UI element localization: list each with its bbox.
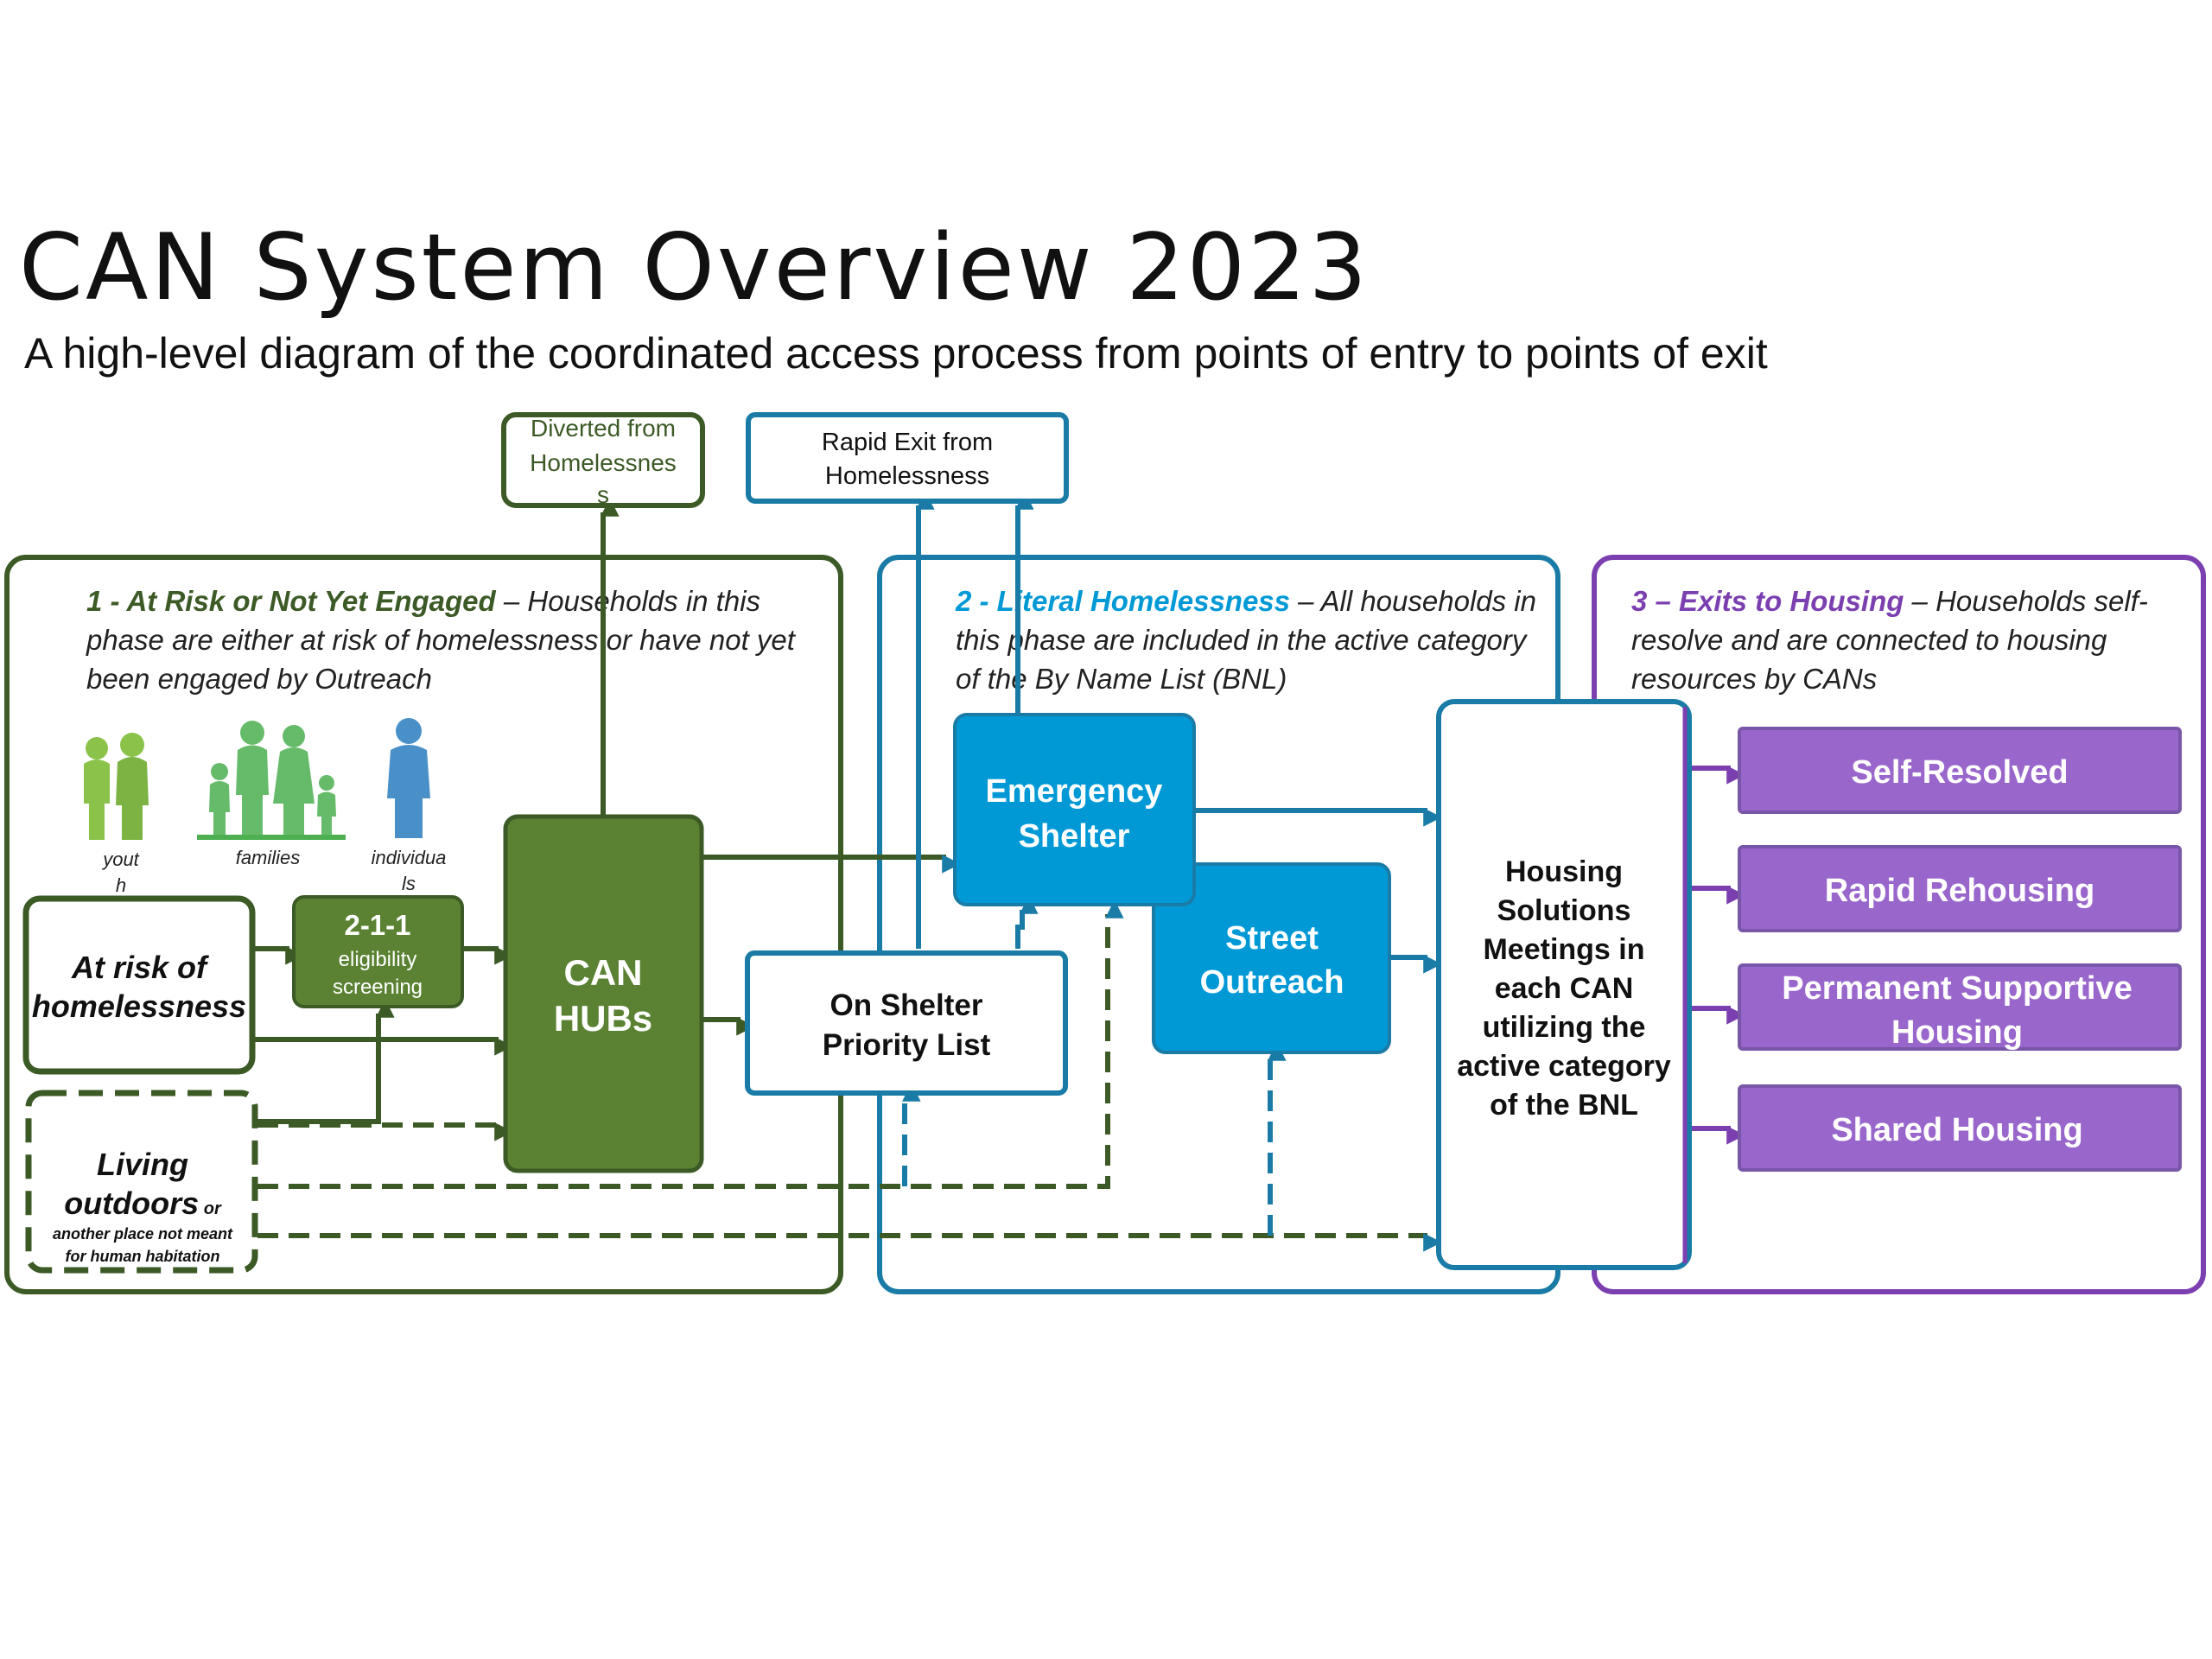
phase1-heading-title: 1 - At Risk or Not Yet Engaged xyxy=(86,585,497,617)
phase3-heading-desc: – Households self- xyxy=(1904,585,2147,617)
at-risk-box: At risk of homelessness xyxy=(22,895,256,1075)
phase3-heading-title: 3 – Exits to Housing xyxy=(1631,585,1904,617)
diverted-line2: Homelessnes xyxy=(530,449,677,476)
psh-box: Permanent Supportive Housing xyxy=(1738,963,2182,1051)
psh-line2: Housing xyxy=(1891,1014,2023,1051)
rapid-exit-box: Rapid Exit from Homelessness xyxy=(746,412,1069,504)
living-line2: outdoors or xyxy=(64,1185,222,1221)
meetings-line: Meetings in xyxy=(1483,933,1644,966)
self-resolved-label: Self-Resolved xyxy=(1851,754,2068,791)
meetings-line: each CAN xyxy=(1495,972,1634,1005)
phase2-desc-line2: this phase are included in the active ca… xyxy=(956,624,1529,656)
rapid-rehousing-box: Rapid Rehousing xyxy=(1738,845,2182,932)
emergency-shelter-box: Emergency Shelter xyxy=(953,713,1196,906)
diverted-line1: Diverted from xyxy=(531,415,676,442)
arrow-living-to-shelter xyxy=(257,899,1124,1189)
shelter-line1: Emergency xyxy=(986,773,1163,810)
diverted-box: Diverted from Homelessnes s xyxy=(501,412,705,508)
individuals-icon xyxy=(387,718,430,838)
phase2-heading-desc: – All households in xyxy=(1290,585,1536,617)
shared-housing-label: Shared Housing xyxy=(1831,1112,2082,1148)
street-outreach-box: Street Outreach xyxy=(1152,862,1391,1054)
diverted-line3: s xyxy=(597,481,609,508)
youth-label-line2: h xyxy=(116,874,126,896)
phase1-desc-line3: been engaged by Outreach xyxy=(86,663,432,695)
priority-list-box: On Shelter Priority List xyxy=(745,950,1068,1096)
youth-label-line1: yout xyxy=(101,849,139,870)
priority-line2: Priority List xyxy=(823,1028,991,1062)
screening-line2: eligibility xyxy=(339,948,417,971)
youth-icon xyxy=(84,733,149,840)
phase2-heading-title: 2 - Literal Homelessness xyxy=(955,585,1290,617)
phase3-desc-line2: resolve and are connected to housing xyxy=(1631,624,2107,656)
self-resolved-box: Self-Resolved xyxy=(1738,727,2182,814)
phase3-desc-line3: resources by CANs xyxy=(1631,663,1877,695)
shared-housing-box: Shared Housing xyxy=(1738,1084,2182,1172)
living-line4: for human habitation xyxy=(66,1248,220,1265)
screening-line1: 2-1-1 xyxy=(344,909,410,941)
screening-box: 2-1-1 eligibility screening xyxy=(292,895,464,1008)
individuals-label-line1: individua xyxy=(372,847,447,868)
phase1-heading: 1 - At Risk or Not Yet Engaged – Househo… xyxy=(86,585,760,617)
families-icon xyxy=(197,721,346,840)
families-label: families xyxy=(236,847,301,868)
page-title: CAN System Overview 2023 xyxy=(19,214,1370,321)
arrow-living-to-screening xyxy=(257,999,395,1124)
phase3-heading: 3 – Exits to Housing – Households self- xyxy=(1631,585,2148,617)
hubs-line2: HUBs xyxy=(554,998,652,1039)
outreach-line2: Outreach xyxy=(1200,964,1344,1001)
hubs-line1: CAN xyxy=(564,952,643,993)
phase1-desc-line2: phase are either at risk of homelessness… xyxy=(86,624,797,656)
rapid-rehousing-label: Rapid Rehousing xyxy=(1825,873,2094,909)
living-line2-or: or xyxy=(199,1199,222,1218)
at-risk-line1: At risk of xyxy=(71,950,209,985)
living-line3: another place not meant xyxy=(53,1225,233,1243)
phase2-desc-line3: of the By Name List (BNL) xyxy=(956,663,1287,695)
individuals-label-line2: ls xyxy=(402,873,416,894)
outreach-line1: Street xyxy=(1225,920,1319,957)
page-subtitle: A high-level diagram of the coordinated … xyxy=(24,329,1768,378)
living-line2-main: outdoors xyxy=(64,1185,199,1221)
rapid-exit-line1: Rapid Exit from xyxy=(822,429,993,456)
at-risk-line2: homelessness xyxy=(32,988,246,1024)
psh-line1: Permanent Supportive xyxy=(1782,970,2132,1007)
screening-line3: screening xyxy=(333,976,423,999)
meetings-line: of the BNL xyxy=(1490,1089,1638,1122)
phase2-heading: 2 - Literal Homelessness – All household… xyxy=(955,585,1536,617)
meetings-line: active category xyxy=(1457,1050,1671,1083)
shelter-line2: Shelter xyxy=(1019,818,1130,855)
arrow-priority-to-shelter xyxy=(1015,895,1039,949)
can-hubs-box: CAN HUBs xyxy=(503,814,704,1173)
phase1-container xyxy=(4,555,843,1294)
phase1-heading-desc: – Households in this xyxy=(496,585,760,617)
meetings-line: Housing xyxy=(1505,855,1623,888)
living-outdoors-box: Living outdoors or another place not mea… xyxy=(25,1090,258,1274)
rapid-exit-line2: Homelessness xyxy=(825,462,989,490)
meetings-line: utilizing the xyxy=(1483,1011,1646,1044)
living-line1: Living xyxy=(97,1147,188,1182)
priority-line1: On Shelter xyxy=(830,988,983,1022)
meetings-line: Solutions xyxy=(1497,894,1631,927)
